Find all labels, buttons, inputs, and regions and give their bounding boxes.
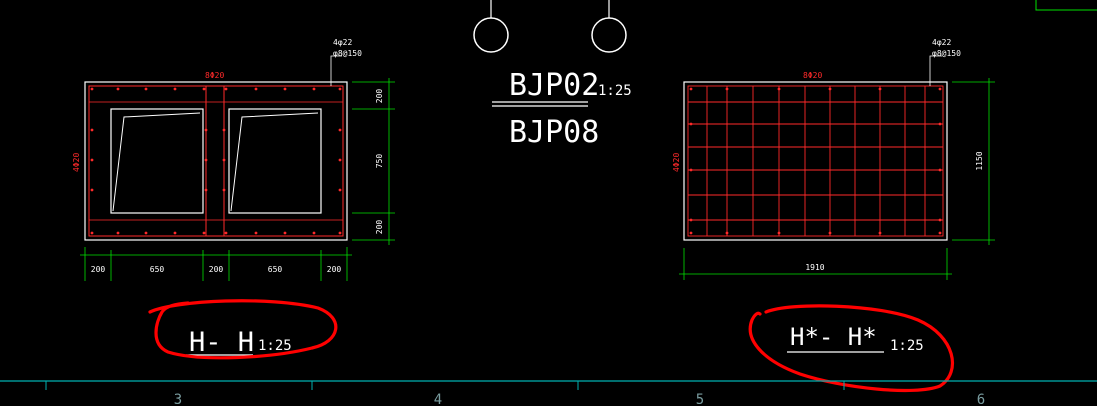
section-left-dim-right-2: 750 [375, 154, 384, 169]
section-left-leader-text-2: φ8@150 [333, 49, 362, 58]
section-left-opening-1-slope [112, 112, 201, 212]
dimension-corner-mark [1035, 0, 1097, 11]
section-left-opening-1 [110, 108, 204, 214]
markup-circle-right [748, 304, 955, 393]
section-right-leader [929, 55, 942, 86]
section-left-dim-bottom-5: 200 [327, 265, 342, 274]
detail-label-bottom: BJP08 [509, 115, 599, 150]
section-left-right-dimension [352, 78, 395, 245]
section-left-dim-bottom-1: 200 [91, 265, 106, 274]
detail-label-scale: 1:25 [598, 83, 632, 99]
section-left-leader [330, 55, 342, 86]
section-left-bottom-dimension [80, 247, 352, 281]
grid-label-3: 3 [174, 392, 182, 406]
section-left-title: H- H [189, 327, 254, 358]
section-left-dim-bottom-3: 200 [209, 265, 224, 274]
section-right-rebar-grid [687, 85, 944, 237]
section-right-right-dimension [952, 78, 995, 245]
grid-bubble-left [473, 17, 509, 53]
section-left-opening-2-slope [230, 112, 319, 212]
section-left-dim-right-3: 200 [375, 220, 384, 235]
grid-label-4: 4 [434, 392, 442, 406]
section-left: 4φ22 φ8@150 8Φ20 4Φ20 200 650 200 650 20… [72, 38, 395, 358]
section-left-outline [84, 81, 348, 241]
markup-circle-left [148, 299, 338, 360]
section-right-leader-text-1: 4φ22 [932, 38, 951, 47]
section-right-dim-right-1: 1150 [975, 151, 984, 170]
detail-label-top: BJP02 [509, 68, 599, 103]
section-left-scale: 1:25 [258, 338, 292, 354]
section-left-opening-2 [228, 108, 322, 214]
section-left-top-rebar-label: 8Φ20 [205, 71, 224, 80]
section-right-side-rebar-label: 4Φ20 [672, 153, 681, 172]
grid-bubble-right [591, 17, 627, 53]
section-left-dim-bottom-4: 650 [268, 265, 283, 274]
section-right-dim-bottom-1: 1910 [805, 263, 824, 272]
section-left-rebar-dots [90, 87, 342, 235]
section-left-leader-text-1: 4φ22 [333, 38, 352, 47]
section-right: 4φ22 φ8@150 8Φ20 4Φ20 1910 1150 H*- H* 1… [672, 38, 995, 354]
section-right-scale: 1:25 [890, 338, 924, 354]
grid-label-5: 5 [696, 392, 704, 406]
grid-label-6: 6 [977, 392, 985, 406]
section-right-leader-text-2: φ8@150 [932, 49, 961, 58]
section-right-bottom-dimension [679, 248, 952, 280]
section-right-rebar-dots [689, 87, 942, 235]
section-right-top-rebar-label: 8Φ20 [803, 71, 822, 80]
section-left-dim-right-1: 200 [375, 89, 384, 104]
section-right-outline [683, 81, 948, 241]
section-left-rebar-cage [88, 85, 344, 237]
section-right-title: H*- H* [790, 323, 877, 351]
section-left-side-rebar-label: 4Φ20 [72, 153, 81, 172]
grid-axis-ticks [45, 381, 845, 390]
section-left-dim-bottom-2: 650 [150, 265, 165, 274]
